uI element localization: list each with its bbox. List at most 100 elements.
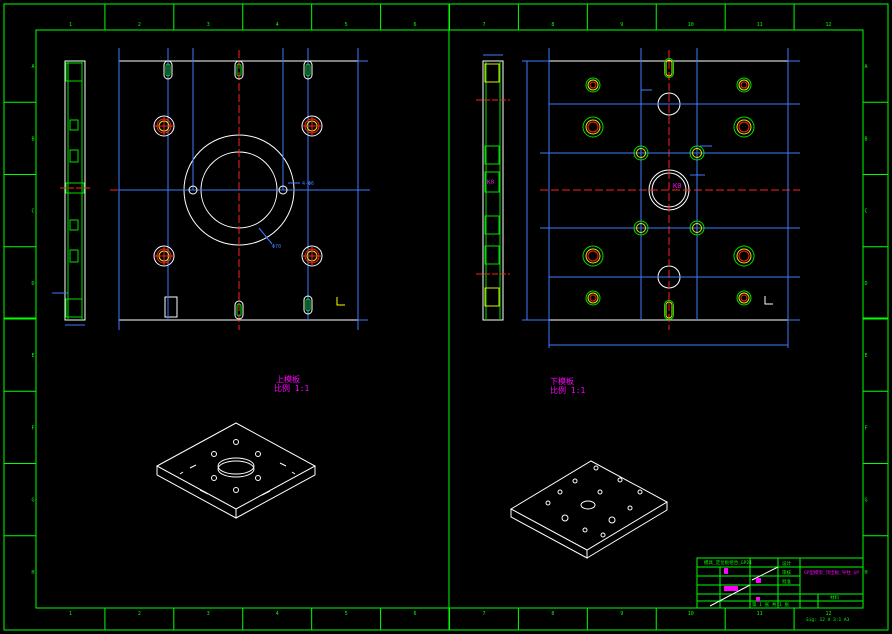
border-letter: G <box>31 498 34 504</box>
border-number: 9 <box>620 22 623 28</box>
guide-hole <box>582 245 604 267</box>
border-number: 2 <box>138 22 141 28</box>
left-view-scale: 比例 1:1 <box>274 383 309 393</box>
ejector-hole <box>636 148 646 158</box>
border-number: 4 <box>276 611 279 617</box>
right-dimension-lines <box>522 48 800 348</box>
border-letter: A <box>31 64 34 70</box>
border-number: 6 <box>414 22 417 28</box>
ejector-hole <box>692 223 702 233</box>
border-number: 5 <box>345 22 348 28</box>
ejector-hole <box>689 145 705 161</box>
pin-hole <box>188 185 198 195</box>
guide-hole <box>587 292 599 304</box>
hole-centermark <box>303 247 321 265</box>
border-letter: F <box>31 425 34 431</box>
guide-hole <box>738 250 750 262</box>
right-holes <box>582 58 755 320</box>
drawing-frame <box>3 3 889 631</box>
border-number: 11 <box>757 611 763 617</box>
right-view-scale: 比例 1:1 <box>550 385 585 395</box>
bottom-code: Sig: 12 A 3:1 A3 <box>806 617 850 623</box>
left-view-title: 上模板 <box>276 374 300 384</box>
border-number: 1 <box>69 611 72 617</box>
left-holes <box>153 60 323 320</box>
border-letter: B <box>31 136 34 142</box>
slot <box>305 298 311 312</box>
guide-hole <box>585 248 601 264</box>
left-isometric-plate <box>155 422 317 519</box>
right-plate-view: K0 <box>476 48 800 559</box>
guide-hole <box>740 294 748 302</box>
border-letter: G <box>864 498 867 504</box>
border-number: 9 <box>620 611 623 617</box>
slot <box>234 60 244 80</box>
right-side-profile <box>476 54 510 321</box>
border-letter: E <box>31 353 34 359</box>
border-number: 1 <box>69 22 72 28</box>
counterbore-hole <box>153 115 175 137</box>
guide-hole <box>736 77 752 93</box>
guide-hole <box>587 121 599 133</box>
slot <box>665 59 673 77</box>
guide-hole <box>585 119 601 135</box>
title-checker: 审核 <box>782 569 791 576</box>
guide-hole <box>589 81 597 89</box>
border-letter: B <box>864 136 867 142</box>
left-side-profile <box>52 60 90 326</box>
ejector-hole <box>633 220 649 236</box>
right-side-label: K0 <box>487 179 495 186</box>
slot <box>236 303 242 317</box>
guide-hole <box>736 290 752 306</box>
hole-centermark <box>155 117 173 135</box>
slot <box>664 300 674 320</box>
guide-hole <box>738 79 750 91</box>
border-number: 6 <box>414 611 417 617</box>
guide-hole <box>585 290 601 306</box>
slot <box>163 60 173 80</box>
slot <box>303 60 313 80</box>
title-block <box>696 557 864 609</box>
hole-centermark <box>155 247 173 265</box>
guide-hole <box>587 250 599 262</box>
counterbore-hole <box>153 245 175 267</box>
border-letter: H <box>31 570 34 576</box>
border-letter: A <box>864 64 867 70</box>
guide-hole <box>736 248 752 264</box>
guide-hole <box>733 116 755 138</box>
title-project: 模具_定位板组合_GP24 <box>704 559 752 566</box>
border-number: 4 <box>276 22 279 28</box>
border-letter: E <box>864 353 867 359</box>
border-letter: H <box>864 570 867 576</box>
guide-hole <box>738 292 750 304</box>
counterbore-hole <box>301 245 323 267</box>
hole-centermark <box>303 117 321 135</box>
border-letter: C <box>864 209 867 215</box>
ejector-hole <box>633 145 649 161</box>
right-centerlines <box>540 50 800 330</box>
guide-hole <box>738 121 750 133</box>
pin-hole <box>278 185 288 195</box>
title-approver: 批准 <box>782 578 791 585</box>
title-drawing-name: GP型模架_顶出板_导柱_GP <box>804 569 859 576</box>
title-sheet: 第 1 张 共 1 张 <box>752 601 789 608</box>
ejector-hole <box>692 148 702 158</box>
border-letter: D <box>864 281 867 287</box>
guide-hole <box>587 79 599 91</box>
guide-hole <box>740 81 748 89</box>
outer-border <box>3 3 889 631</box>
border-number: 3 <box>207 611 210 617</box>
ejector-hole <box>636 223 646 233</box>
left-hole-note: 4-Φ6 <box>302 181 314 187</box>
ejector-hole <box>689 220 705 236</box>
right-isometric-plate <box>509 460 669 559</box>
guide-hole <box>582 116 604 138</box>
slot <box>664 58 674 78</box>
slot <box>665 301 673 319</box>
slot <box>236 63 242 77</box>
title-designer: 设计 <box>782 560 791 567</box>
right-center-label: K0 <box>673 182 681 190</box>
border-number: 7 <box>482 22 485 28</box>
right-view-title: 下模板 <box>550 376 574 386</box>
